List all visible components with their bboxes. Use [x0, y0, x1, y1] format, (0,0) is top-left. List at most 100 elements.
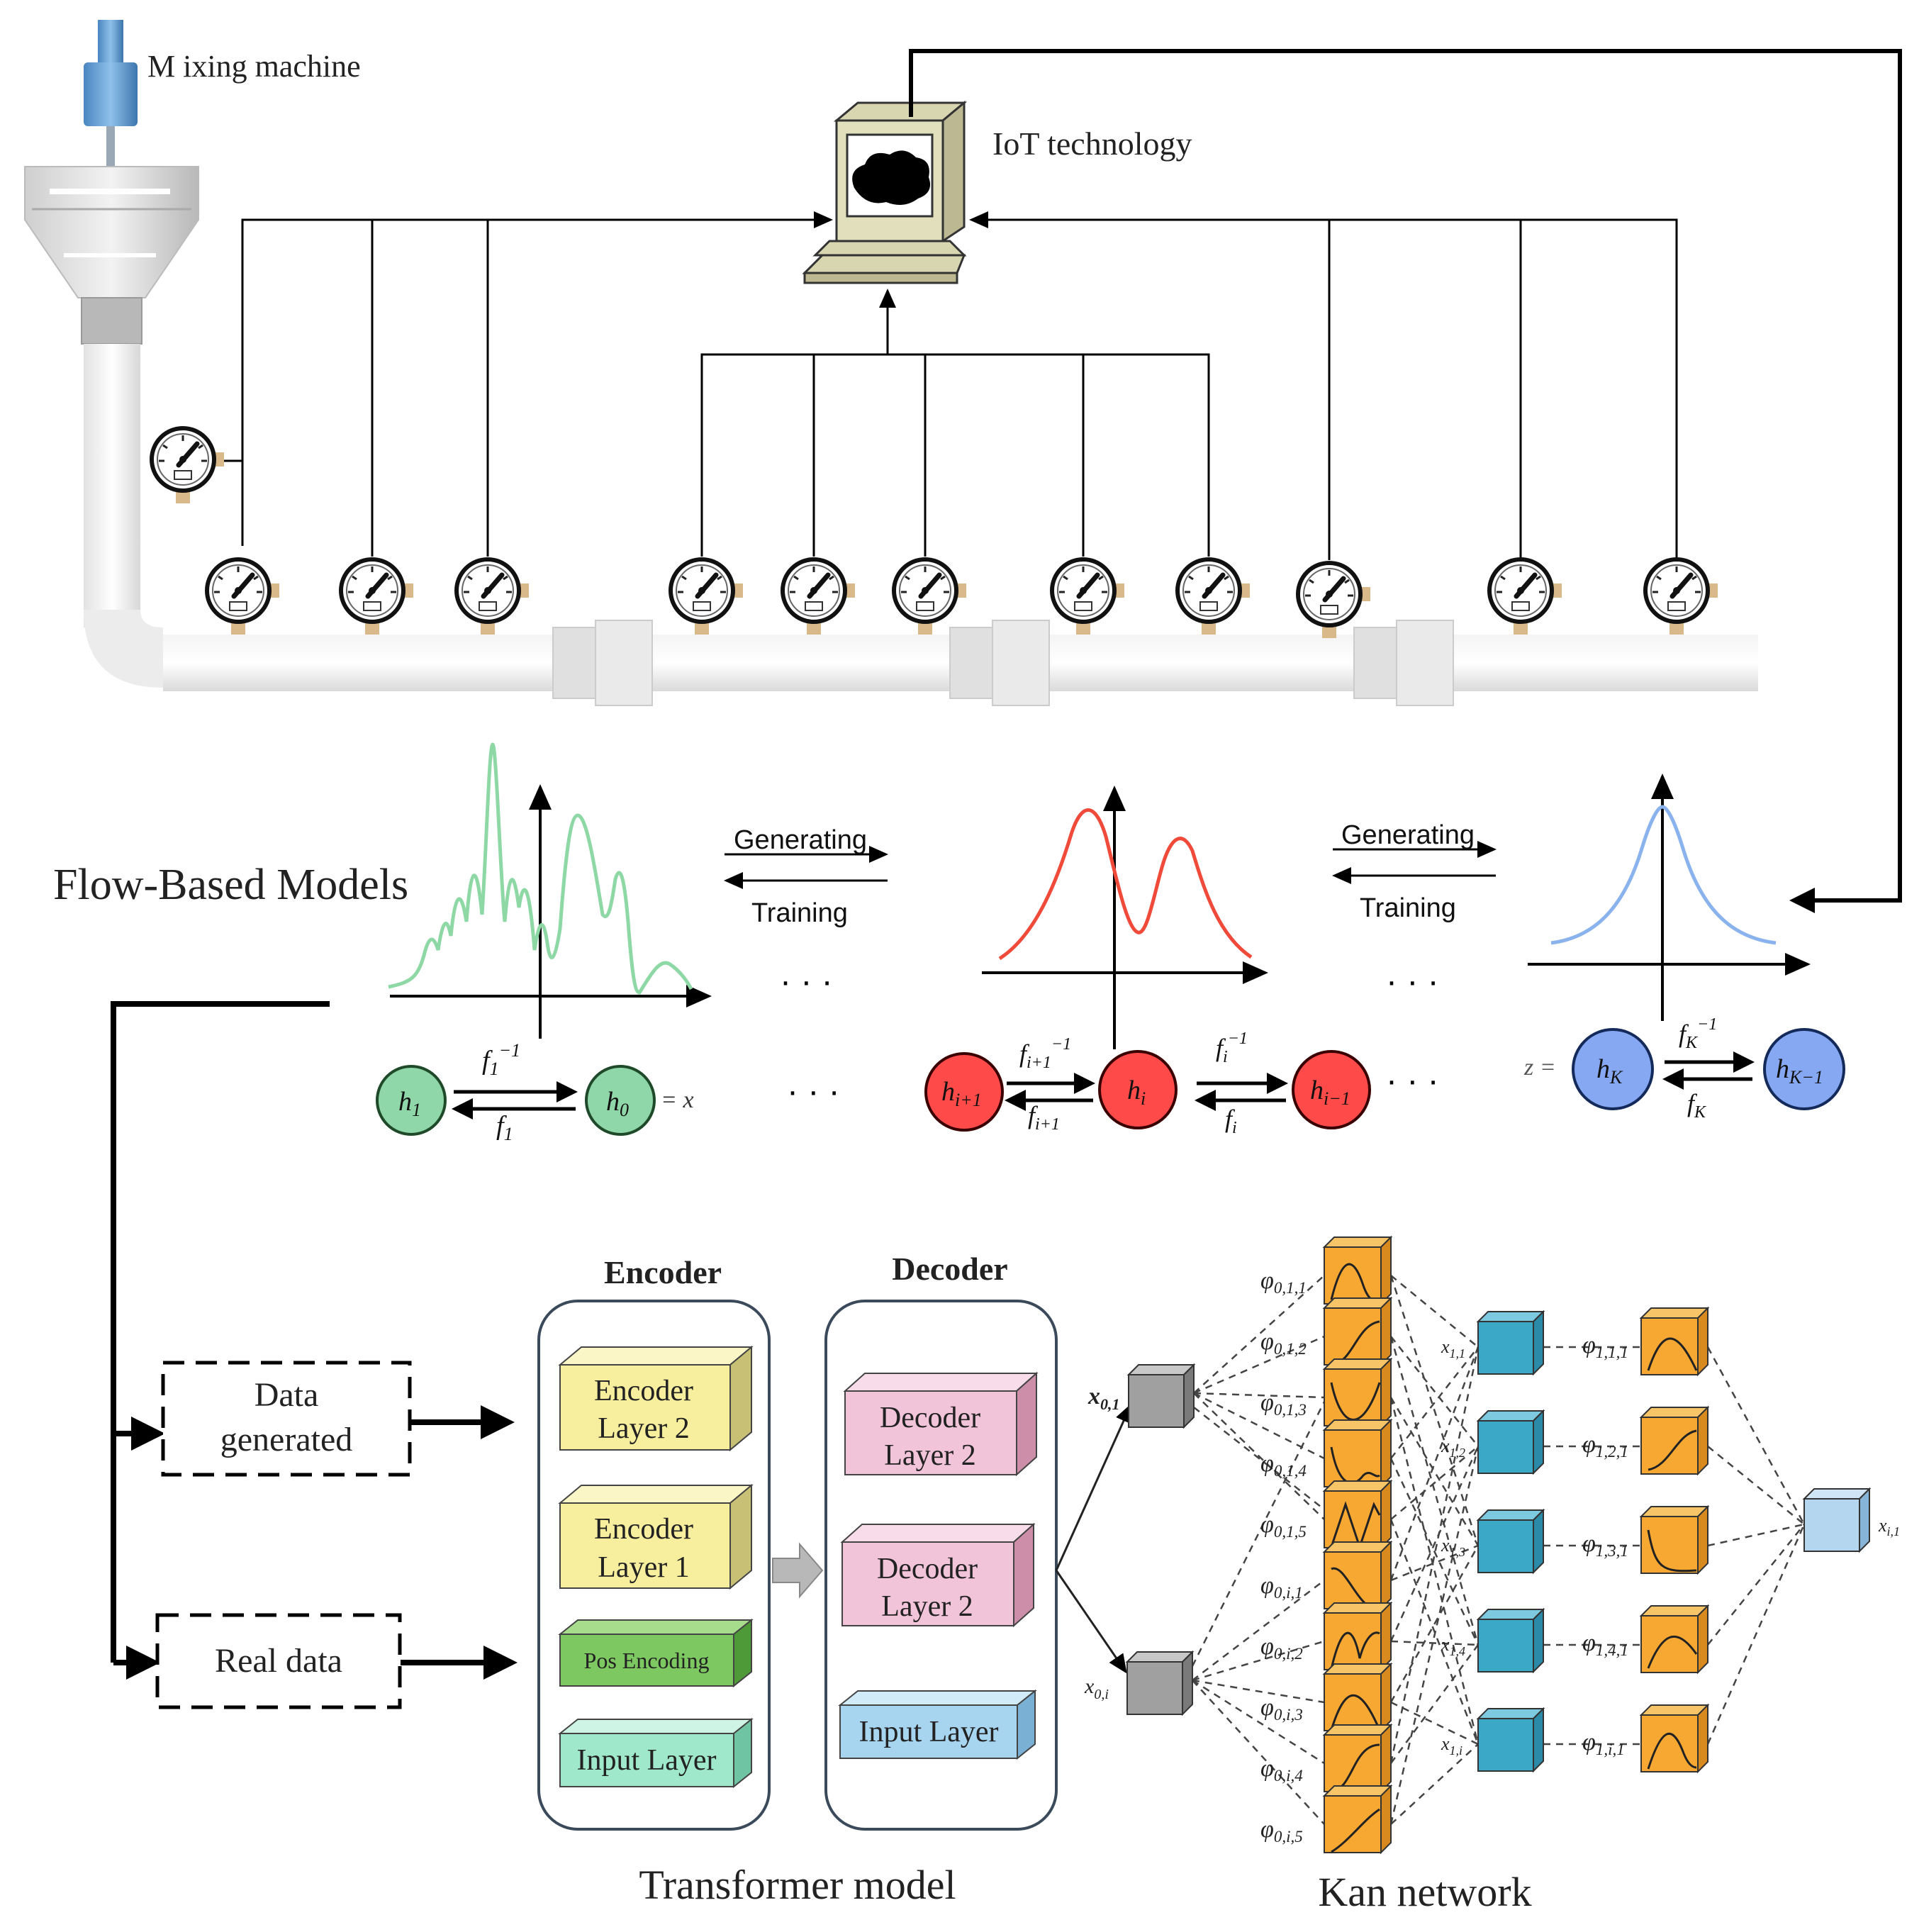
- kan-edge: [1389, 1446, 1480, 1825]
- data-generated-box: [161, 1361, 412, 1477]
- flow-based-models-title: Flow-Based Models: [53, 861, 408, 909]
- kan-input-node: [1126, 1651, 1193, 1715]
- kan-edge: [1707, 1446, 1805, 1525]
- kan-label: x1,3: [1441, 1535, 1465, 1559]
- encoder-to-decoder-arrow: [772, 1542, 824, 1599]
- kan-phi-node: [1324, 1663, 1392, 1731]
- encoder-input-layer-block: [558, 1717, 754, 1789]
- decoder-layer-2b-label-1: Decoder: [877, 1553, 978, 1585]
- kan-hidden-labels: x1,1x1,2x1,3x1,4x1,i: [1441, 1336, 1465, 1758]
- ellipsis-node-1: · · ·: [787, 1073, 840, 1110]
- kan-x0i-label: x0,i: [1084, 1675, 1109, 1702]
- kan-phi1-labels: φ1,1,1φ1,2,1φ1,3,1φ1,4,1φ1,i,1: [1582, 1332, 1628, 1758]
- kan-edge: [1389, 1545, 1480, 1703]
- kan-edge: [1389, 1275, 1480, 1546]
- kan-edge: [1389, 1346, 1480, 1581]
- kan-output-label: xi,1: [1878, 1515, 1900, 1539]
- f1-label: f1: [496, 1111, 513, 1144]
- transformer-model-caption: Transformer model: [639, 1862, 956, 1908]
- mixing-machine: [24, 20, 199, 345]
- kan-input-node: [1128, 1364, 1195, 1428]
- kan-edge: [1389, 1397, 1480, 1546]
- fi-inverse-label: fi−1: [1216, 1029, 1248, 1066]
- kan-edge: [1192, 1640, 1325, 1682]
- kan-connections: [1191, 1275, 1806, 1825]
- kan-phi-node: [1324, 1724, 1392, 1792]
- kan-edge: [1389, 1458, 1480, 1646]
- kan-nodes: [1126, 1236, 1870, 1853]
- node-h0: h0: [606, 1087, 629, 1120]
- fi1-inverse-label: fi+1−1: [1019, 1035, 1071, 1072]
- encoder-layer-1-label-2: Layer 1: [598, 1551, 689, 1584]
- kan-phi-node: [1324, 1541, 1392, 1610]
- decoder-title: Decoder: [892, 1251, 1007, 1287]
- real-data-label: Real data: [215, 1642, 342, 1680]
- data-feed-lines: [111, 1001, 518, 1680]
- kan-edge: [1191, 1401, 1326, 1667]
- kan-phi-labels: φ0,1,1φ0,1,2φ0,1,3φ0,1,4φ0,1,5φ0,i,1φ0,i…: [1260, 1268, 1307, 1846]
- kan-phi1-node: [1640, 1605, 1708, 1673]
- decoder-input-layer-label: Input Layer: [858, 1716, 998, 1748]
- decoder-input-layer-block: [838, 1689, 1037, 1760]
- kan-phi-node: [1324, 1602, 1392, 1670]
- decoder-layer-2b-label-2: Layer 2: [881, 1590, 973, 1623]
- eq-x-label: = x: [661, 1087, 694, 1113]
- bimodal-distribution-plot: [982, 786, 1268, 1049]
- kan-label: φ0,i,3: [1260, 1694, 1303, 1724]
- kan-label: φ1,2,1: [1582, 1431, 1628, 1461]
- z-eq-label: z =: [1523, 1054, 1556, 1081]
- kan-label: φ0,i,5: [1260, 1816, 1303, 1846]
- kan-edge: [1389, 1397, 1480, 1745]
- kan-phi1-node: [1640, 1704, 1708, 1772]
- kan-label: φ0,1,2: [1260, 1329, 1307, 1358]
- kan-phi-node: [1324, 1419, 1392, 1487]
- kan-edge: [1707, 1524, 1805, 1646]
- node-hi1: hi+1: [941, 1077, 982, 1110]
- kan-phi-node: [1324, 1358, 1392, 1426]
- encoder-layer-1-label-1: Encoder: [594, 1513, 693, 1546]
- kan-hidden-node: [1477, 1609, 1544, 1673]
- kan-edge: [1390, 1640, 1479, 1646]
- node-hK: hK: [1596, 1054, 1623, 1088]
- kan-label: φ0,1,4: [1260, 1451, 1307, 1480]
- kan-phi-node: [1324, 1785, 1392, 1853]
- kan-phi-node: [1324, 1297, 1392, 1366]
- data-generated-label-2: generated: [220, 1421, 353, 1458]
- kan-phi1-node: [1640, 1407, 1708, 1475]
- iot-computer-icon: [802, 100, 968, 284]
- ellipsis-node-2: · · ·: [1386, 1062, 1439, 1100]
- gaussian-distribution-plot: [1528, 774, 1811, 1021]
- fK-label: fK: [1687, 1089, 1707, 1122]
- kan-label: φ0,i,2: [1260, 1634, 1303, 1663]
- generating-training-arrows-1: [724, 846, 888, 889]
- decoder-layer-2b-block: [840, 1522, 1036, 1628]
- pos-encoding-label: Pos Encoding: [584, 1648, 710, 1673]
- pipeline: [84, 344, 1758, 706]
- node-him1: hi−1: [1310, 1076, 1350, 1109]
- real-data-box: [155, 1613, 402, 1709]
- kan-edge: [1193, 1335, 1325, 1395]
- kan-x01-label: x0,1: [1087, 1383, 1120, 1413]
- encoder-title: Encoder: [604, 1254, 722, 1290]
- kan-hidden-node: [1477, 1311, 1544, 1375]
- kan-label: x1,4: [1441, 1634, 1465, 1658]
- kan-label: φ0,1,3: [1260, 1390, 1307, 1419]
- decoder-layer-2a-label-2: Layer 2: [884, 1439, 975, 1472]
- kan-edge: [1193, 1392, 1325, 1520]
- encoder-layer-2-label-2: Layer 2: [598, 1412, 689, 1445]
- pressure-gauges: [152, 428, 1718, 638]
- kan-phi1-node: [1640, 1506, 1708, 1574]
- generating-label-2: Generating: [1341, 820, 1475, 850]
- node-h1: h1: [398, 1087, 421, 1120]
- kan-hidden-node: [1477, 1509, 1544, 1573]
- kan-label: φ0,1,5: [1260, 1512, 1307, 1541]
- decoder-layer-2a-block: [843, 1371, 1039, 1477]
- fK-inverse-label: fK−1: [1679, 1015, 1717, 1052]
- sensor-wiring: [213, 49, 1902, 913]
- fi-label: fi: [1225, 1105, 1237, 1137]
- complex-distribution-plot: [388, 742, 712, 1039]
- kan-edge: [1390, 1544, 1479, 1582]
- kan-phi-node: [1324, 1236, 1392, 1305]
- encoder-input-layer-label: Input Layer: [576, 1744, 716, 1777]
- kan-label: φ0,i,1: [1260, 1573, 1303, 1602]
